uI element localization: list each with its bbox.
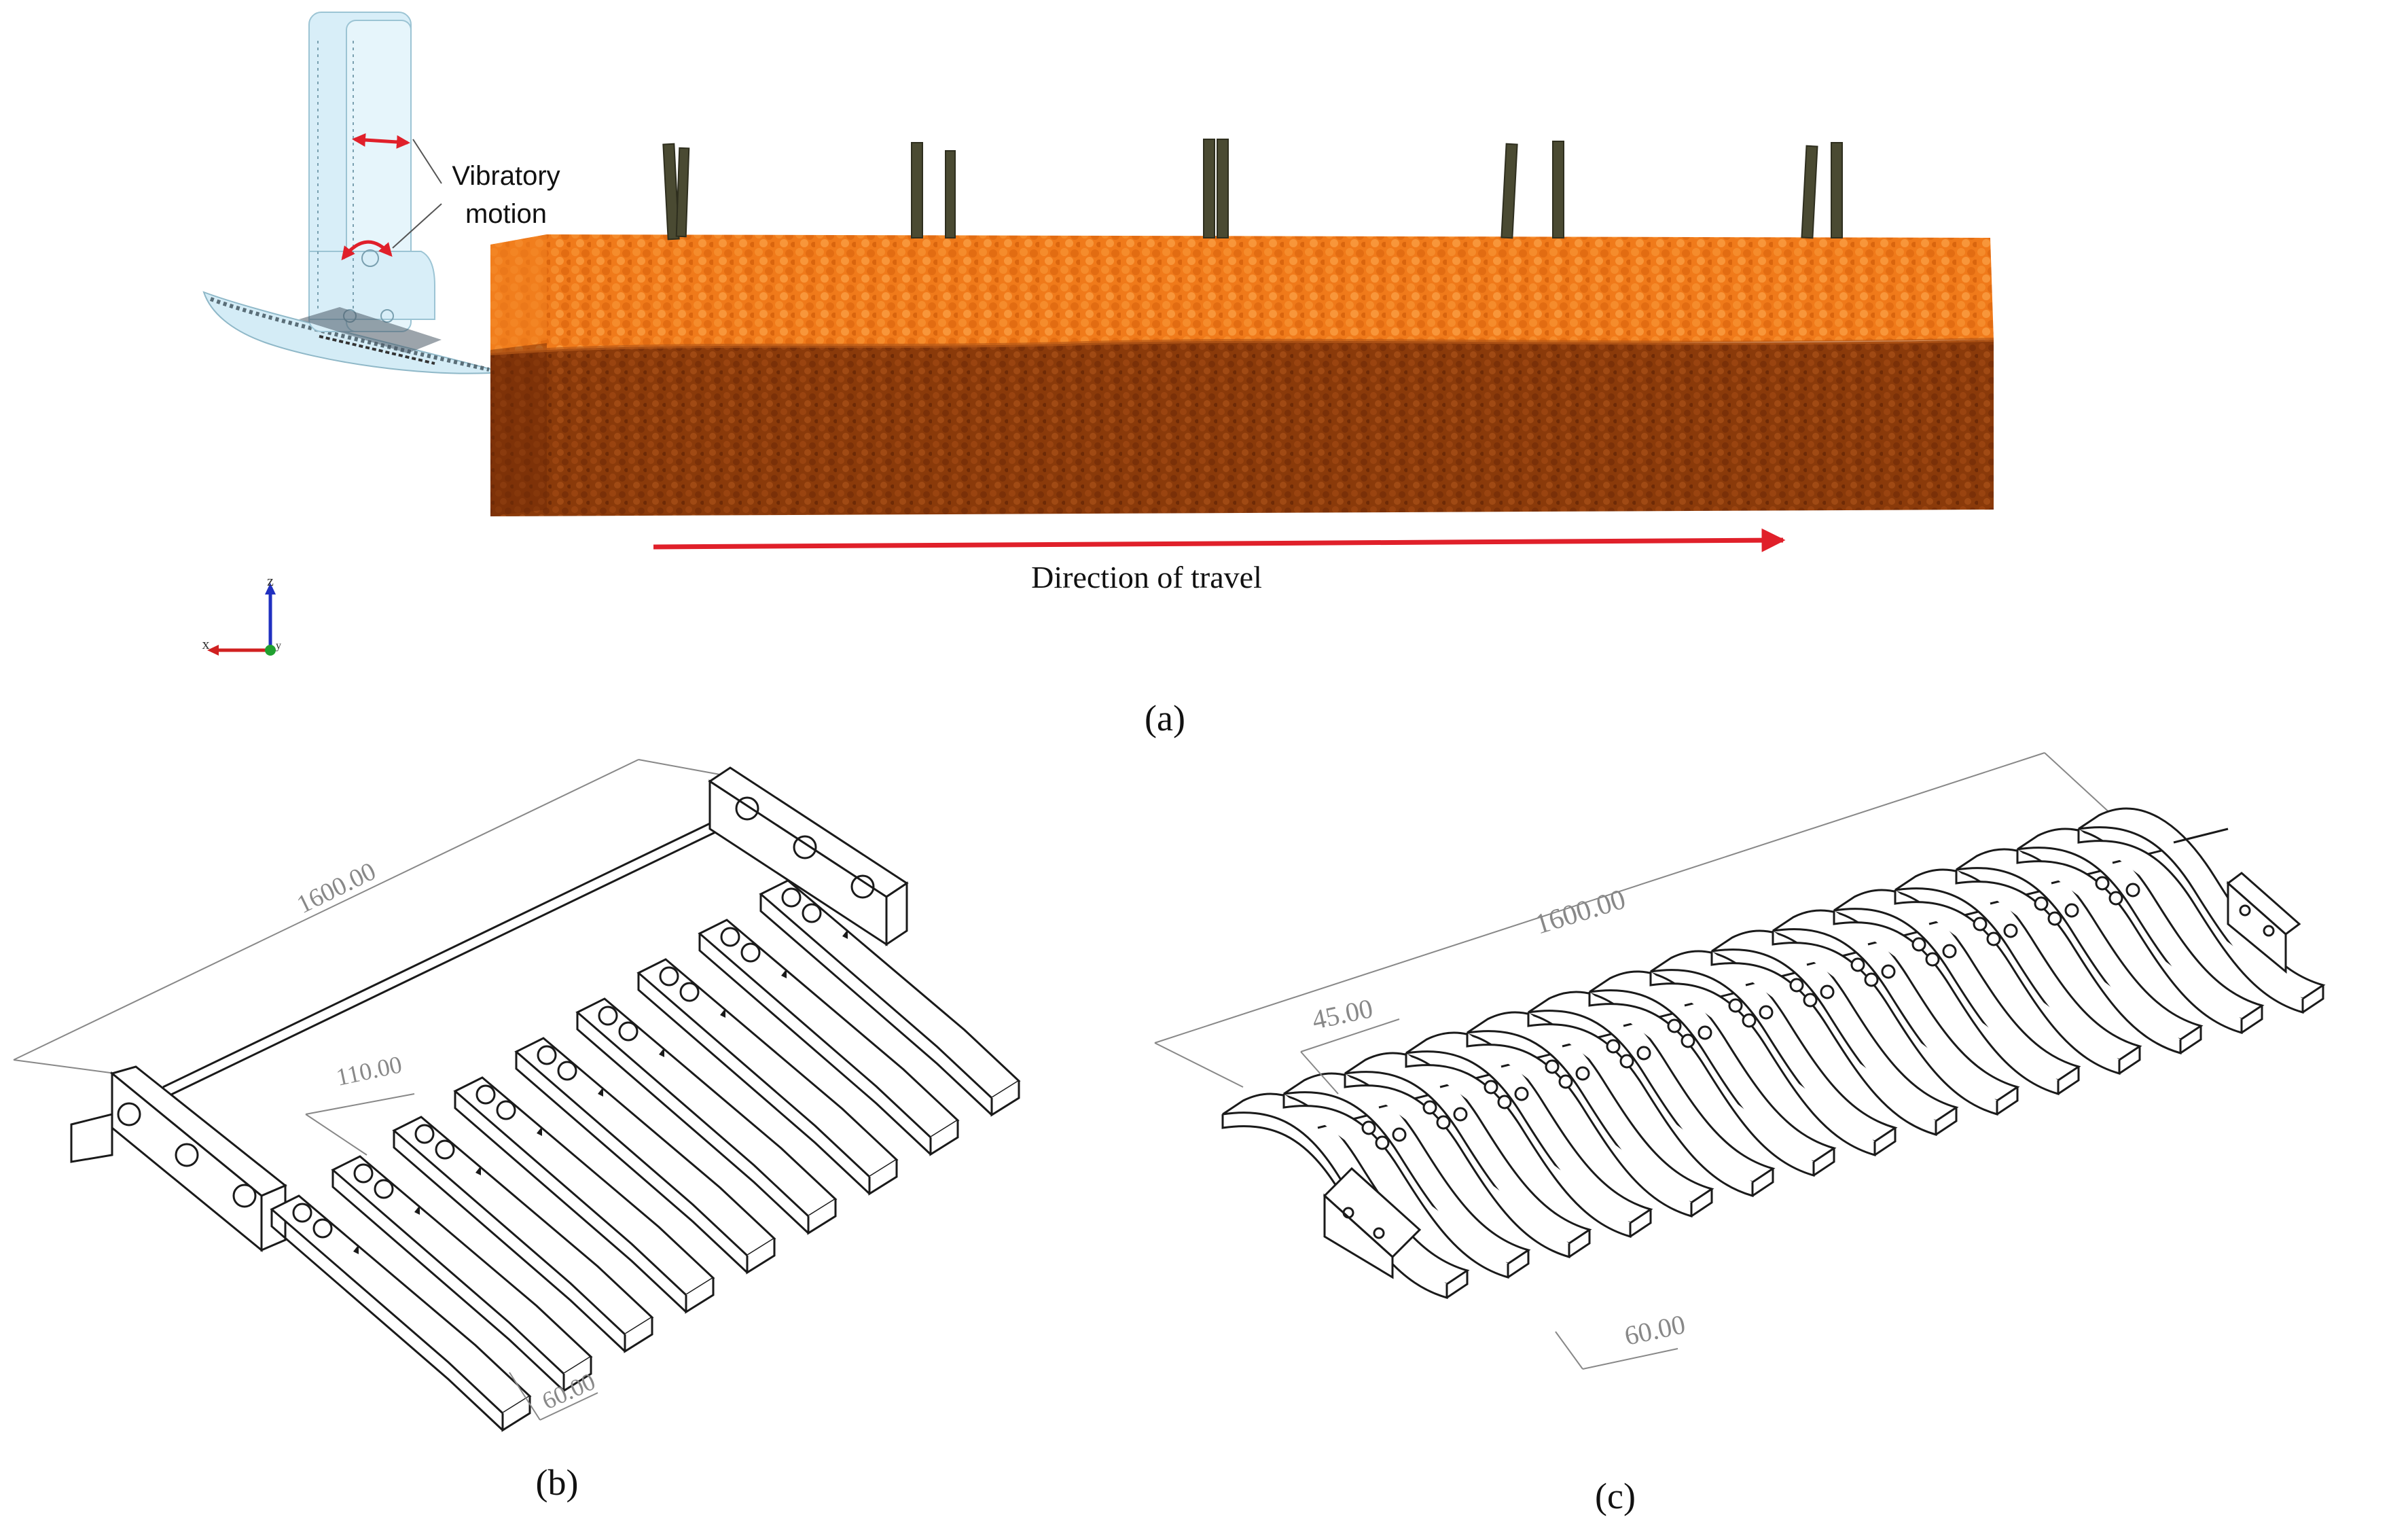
crop-rods [662,139,1843,241]
b-left-bracket [70,1065,287,1253]
vibratory-label-line1: Vibratory [452,161,560,191]
c-left-bracket [1323,1167,1422,1279]
b-tine [759,879,1021,1117]
direction-arrow [653,528,1786,552]
b-tine [698,919,960,1156]
axis-y-label: y [276,640,281,652]
axis-z-label: z [267,572,274,589]
caption-a: (a) [1145,698,1185,739]
b-tines [270,879,1021,1432]
b-dim-length-line [13,759,639,1061]
vibratory-label-line2: motion [465,199,547,229]
soil-bin [490,234,1994,516]
c-dim-length: 1600.00 [1531,884,1629,941]
axis-triad: z x y [202,572,281,656]
b-tine [575,997,838,1235]
b-tine [392,1116,654,1353]
c-tine [1527,991,1776,1197]
c-tine [2016,828,2265,1034]
panel-c [1154,752,2326,1370]
panel-b [13,759,1021,1432]
b-dim-length: 1600.00 [293,857,380,919]
c-right-bracket [2226,872,2301,974]
b-dim-spacing: 110.00 [334,1050,404,1090]
b-tine [514,1037,776,1275]
c-tine [1649,950,1898,1156]
c-dim-spacing: 45.00 [1310,993,1376,1035]
b-tine [331,1155,593,1393]
axis-x-label: x [202,635,210,652]
b-right-bracket [708,766,909,946]
vibration-arrows [341,133,442,261]
b-tine [636,958,899,1196]
panel-a: Vibratory motion Direction of travel [202,12,1994,739]
c-dim-width: 60.00 [1622,1309,1688,1351]
c-tines [1221,807,2326,1299]
caption-b: (b) [536,1462,579,1503]
c-tine [1282,1072,1531,1279]
c-dim-length-line [1154,752,2045,1044]
vibratory-tool [202,12,503,374]
b-tine [453,1076,715,1314]
c-tine [1466,1011,1714,1218]
caption-c: (c) [1595,1476,1636,1516]
direction-label: Direction of travel [1031,560,1262,594]
